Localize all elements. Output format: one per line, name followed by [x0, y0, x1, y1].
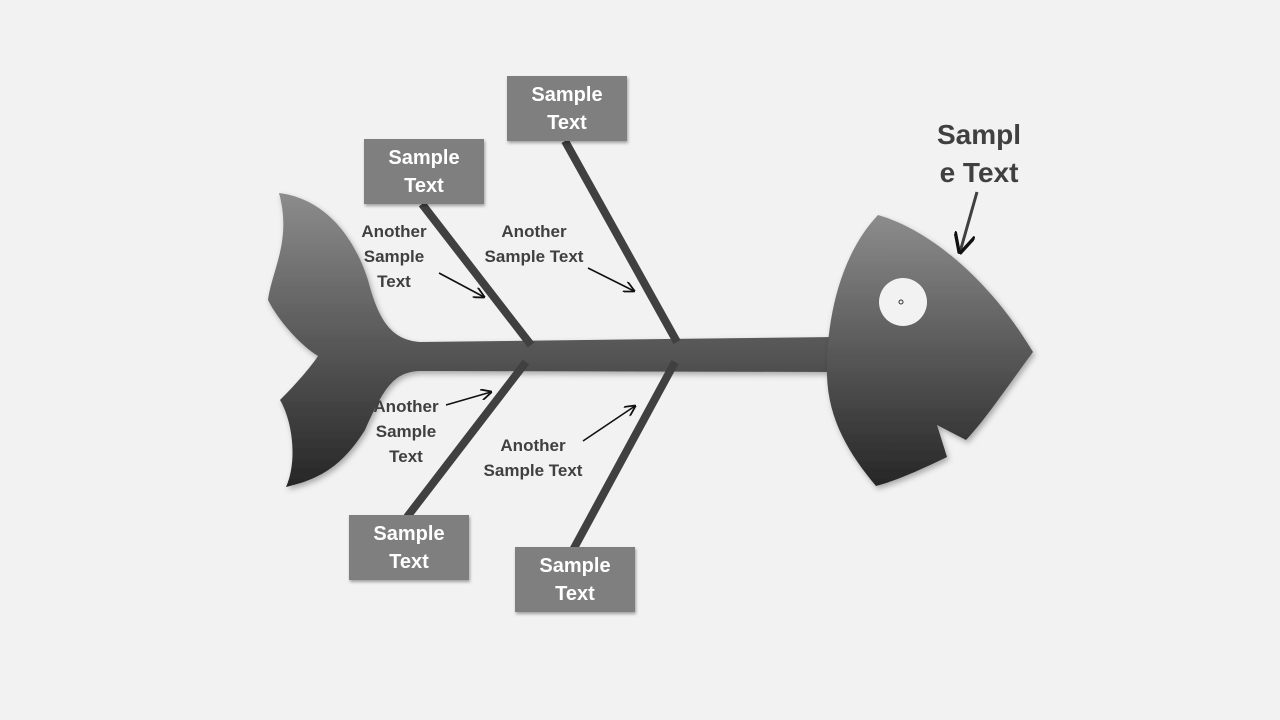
category-box-top-left: Sample Text — [364, 139, 484, 204]
arrow-head-label — [960, 191, 979, 252]
arrow-cause-top-right — [587, 267, 634, 291]
bone-bottom-left — [403, 359, 530, 520]
category-label: Sample Text — [373, 522, 445, 573]
cause-label-top-right: Another Sample Text — [484, 222, 584, 266]
category-box-bottom-left: Sample Text — [349, 515, 469, 580]
head-label: Sample Text — [936, 119, 1022, 188]
fish-pupil — [898, 299, 904, 305]
category-label: Sample Text — [388, 146, 460, 197]
cause-label-bottom-left: Another Sample Text — [373, 397, 439, 466]
arrow-cause-bottom-right — [582, 406, 635, 442]
bone-top-left — [418, 201, 535, 348]
category-box-bottom-right: Sample Text — [515, 547, 635, 612]
bone-bottom-right — [569, 360, 679, 552]
category-label: Sample Text — [531, 83, 603, 134]
fish-head — [826, 215, 1033, 486]
cause-label-bottom-right: Another Sample Text — [483, 436, 583, 480]
fish-tail-and-spine — [268, 193, 835, 487]
bone-top-right — [561, 139, 681, 344]
category-box-top-right: Sample Text — [507, 76, 627, 141]
arrow-cause-top-left — [438, 272, 484, 297]
arrow-cause-bottom-left — [445, 392, 491, 406]
cause-label-top-left: Another Sample Text — [361, 222, 427, 291]
category-label: Sample Text — [539, 554, 611, 605]
